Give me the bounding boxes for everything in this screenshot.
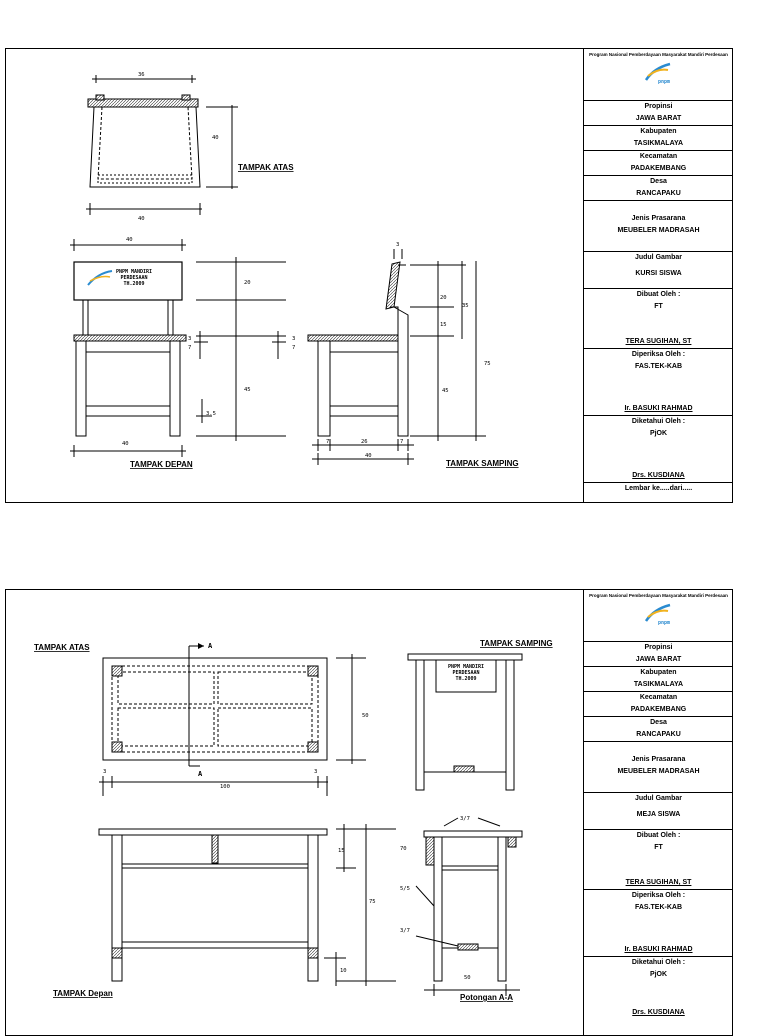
tb-program: Program Nasional Pemberdayaan Masyarakat… [584,49,733,101]
dim-back-height: 20 [244,280,251,286]
program-name: Program Nasional Pemberdayaan Masyarakat… [589,52,728,57]
svg-text:pnpm: pnpm [658,79,670,85]
dim-leg-height: 45 [244,387,251,393]
side-text-1: PNPM MANDIRI [448,664,484,670]
svg-text:pnpm: pnpm [658,620,670,626]
tb-dibuat: Dibuat Oleh :FT TERA SUGIHAN, ST [584,289,733,349]
pnpm-logo-icon-2: pnpm [644,603,671,626]
side-text-2: PERDESAAN [452,670,479,676]
dim-50-section: 50 [464,975,471,981]
backrest-logo [87,270,113,286]
dim-3-right: 3 [314,769,317,775]
tb2-diketahui: Diketahui Oleh :PjOK Drs. KUSDIANA [584,957,733,1023]
tb-diketahui: Diketahui Oleh :PjOK Drs. KUSDIANA [584,416,733,483]
signer-diketahui: Drs. KUSDIANA [632,472,685,479]
dim-side-3: 3 [292,336,295,342]
dim-side-7: 7 [292,345,295,351]
dim-side-26: 26 [361,439,368,445]
dim-3-left: 3 [103,769,106,775]
tb2-dibuat: Dibuat Oleh :FT TERA SUGIHAN, ST [584,830,733,890]
title-block-chair: Program Nasional Pemberdayaan Masyarakat… [583,49,733,502]
dim-side-7a: 7 [326,439,329,445]
signer-dibuat-2: TERA SUGIHAN, ST [625,879,692,886]
tb2-diperiksa: Diperiksa Oleh :FAS.TEK-KAB Ir. BASUKI R… [584,890,733,957]
title-block-table: Program Nasional Pemberdayaan Masyarakat… [583,590,733,1035]
dim-3-7-top: 3/7 [460,816,470,822]
dim-5-5: 5/5 [400,886,410,892]
dim-70: 70 [400,846,407,852]
chair-drawing: 36 40 40 40 40 20 3 7 45 3.5 3 7 3 20 35… [70,72,519,469]
dim-side-35: 35 [462,303,469,309]
tb-lembar: Lembar ke.....dari..... [624,485,693,492]
chair-front-view [70,239,286,457]
dim-side-75: 75 [484,361,491,367]
section-marker-top: A [208,642,213,650]
table-section-a-a [415,817,523,996]
dim-10: 10 [340,968,347,974]
signer-diperiksa: Ir. BASUKI RAHMAD [624,405,693,412]
label-tampak-atas-2: TAMPAK ATAS [34,643,90,652]
dim-3-7-bottom: 3/7 [400,928,410,934]
label-tampak-depan-2: TAMPAK Depan [53,989,113,998]
chair-top-view [86,75,238,215]
dim-top-height: 40 [212,135,219,141]
backrest-text-3: TH.2009 [123,281,144,287]
label-tampak-atas: TAMPAK ATAS [238,163,294,172]
dim-back-thickness: 3 [396,242,399,248]
dim-side-20: 20 [440,295,447,301]
label-potongan: Potongan A-A [460,993,513,1002]
label-tampak-samping-2: TAMPAK SAMPING [480,639,553,648]
dim-top-base: 40 [138,216,145,222]
dim-depth-50: 50 [362,713,369,719]
chair-side-view [307,249,486,465]
pnpm-logo-icon: pnpm [644,62,671,85]
side-text-3: TH.2009 [455,676,476,682]
dim-rail: 3.5 [206,411,216,417]
label-tampak-depan: TAMPAK DEPAN [130,460,193,469]
dim-length-100: 100 [220,784,230,790]
table-front-view [98,824,396,986]
drawing-sheet-table: 50 100 3 3 15 75 10 70 3/7 5/5 3/7 50 PN… [5,589,733,1036]
table-side-view [407,653,523,791]
dim-seat-thickness: 3 [188,336,191,342]
dim-side-7b: 7 [400,439,403,445]
signer-diperiksa-2: Ir. BASUKI RAHMAD [624,946,693,953]
section-marker-bottom: A [198,770,203,778]
section-arrow-icon [198,643,204,649]
dim-front-width: 40 [126,237,133,243]
program-name-2: Program Nasional Pemberdayaan Masyarakat… [589,593,728,598]
dim-75: 75 [369,899,376,905]
dim-side-40: 40 [365,453,372,459]
dim-side-45: 45 [442,388,449,394]
signer-diketahui-2: Drs. KUSDIANA [632,1009,685,1016]
dim-seat-beam: 7 [188,345,191,351]
dim-front-bottom: 40 [122,441,129,447]
dim-top-width: 36 [138,72,145,78]
table-drawing: 50 100 3 3 15 75 10 70 3/7 5/5 3/7 50 PN… [34,639,553,1002]
backrest-text-2: PERDESAAN [120,275,147,281]
tb-diperiksa: Diperiksa Oleh :FAS.TEK-KAB Ir. BASUKI R… [584,349,733,416]
dim-15: 15 [338,848,345,854]
label-tampak-samping: TAMPAK SAMPING [446,459,519,468]
table-top-view [99,645,366,796]
signer-dibuat: TERA SUGIHAN, ST [625,338,692,345]
tb2-program: Program Nasional Pemberdayaan Masyarakat… [584,590,733,642]
drawing-sheet-chair: 36 40 40 40 40 20 3 7 45 3.5 3 7 3 20 35… [5,48,733,503]
backrest-text-1: PNPM MANDIRI [116,269,152,275]
dim-side-15: 15 [440,322,447,328]
